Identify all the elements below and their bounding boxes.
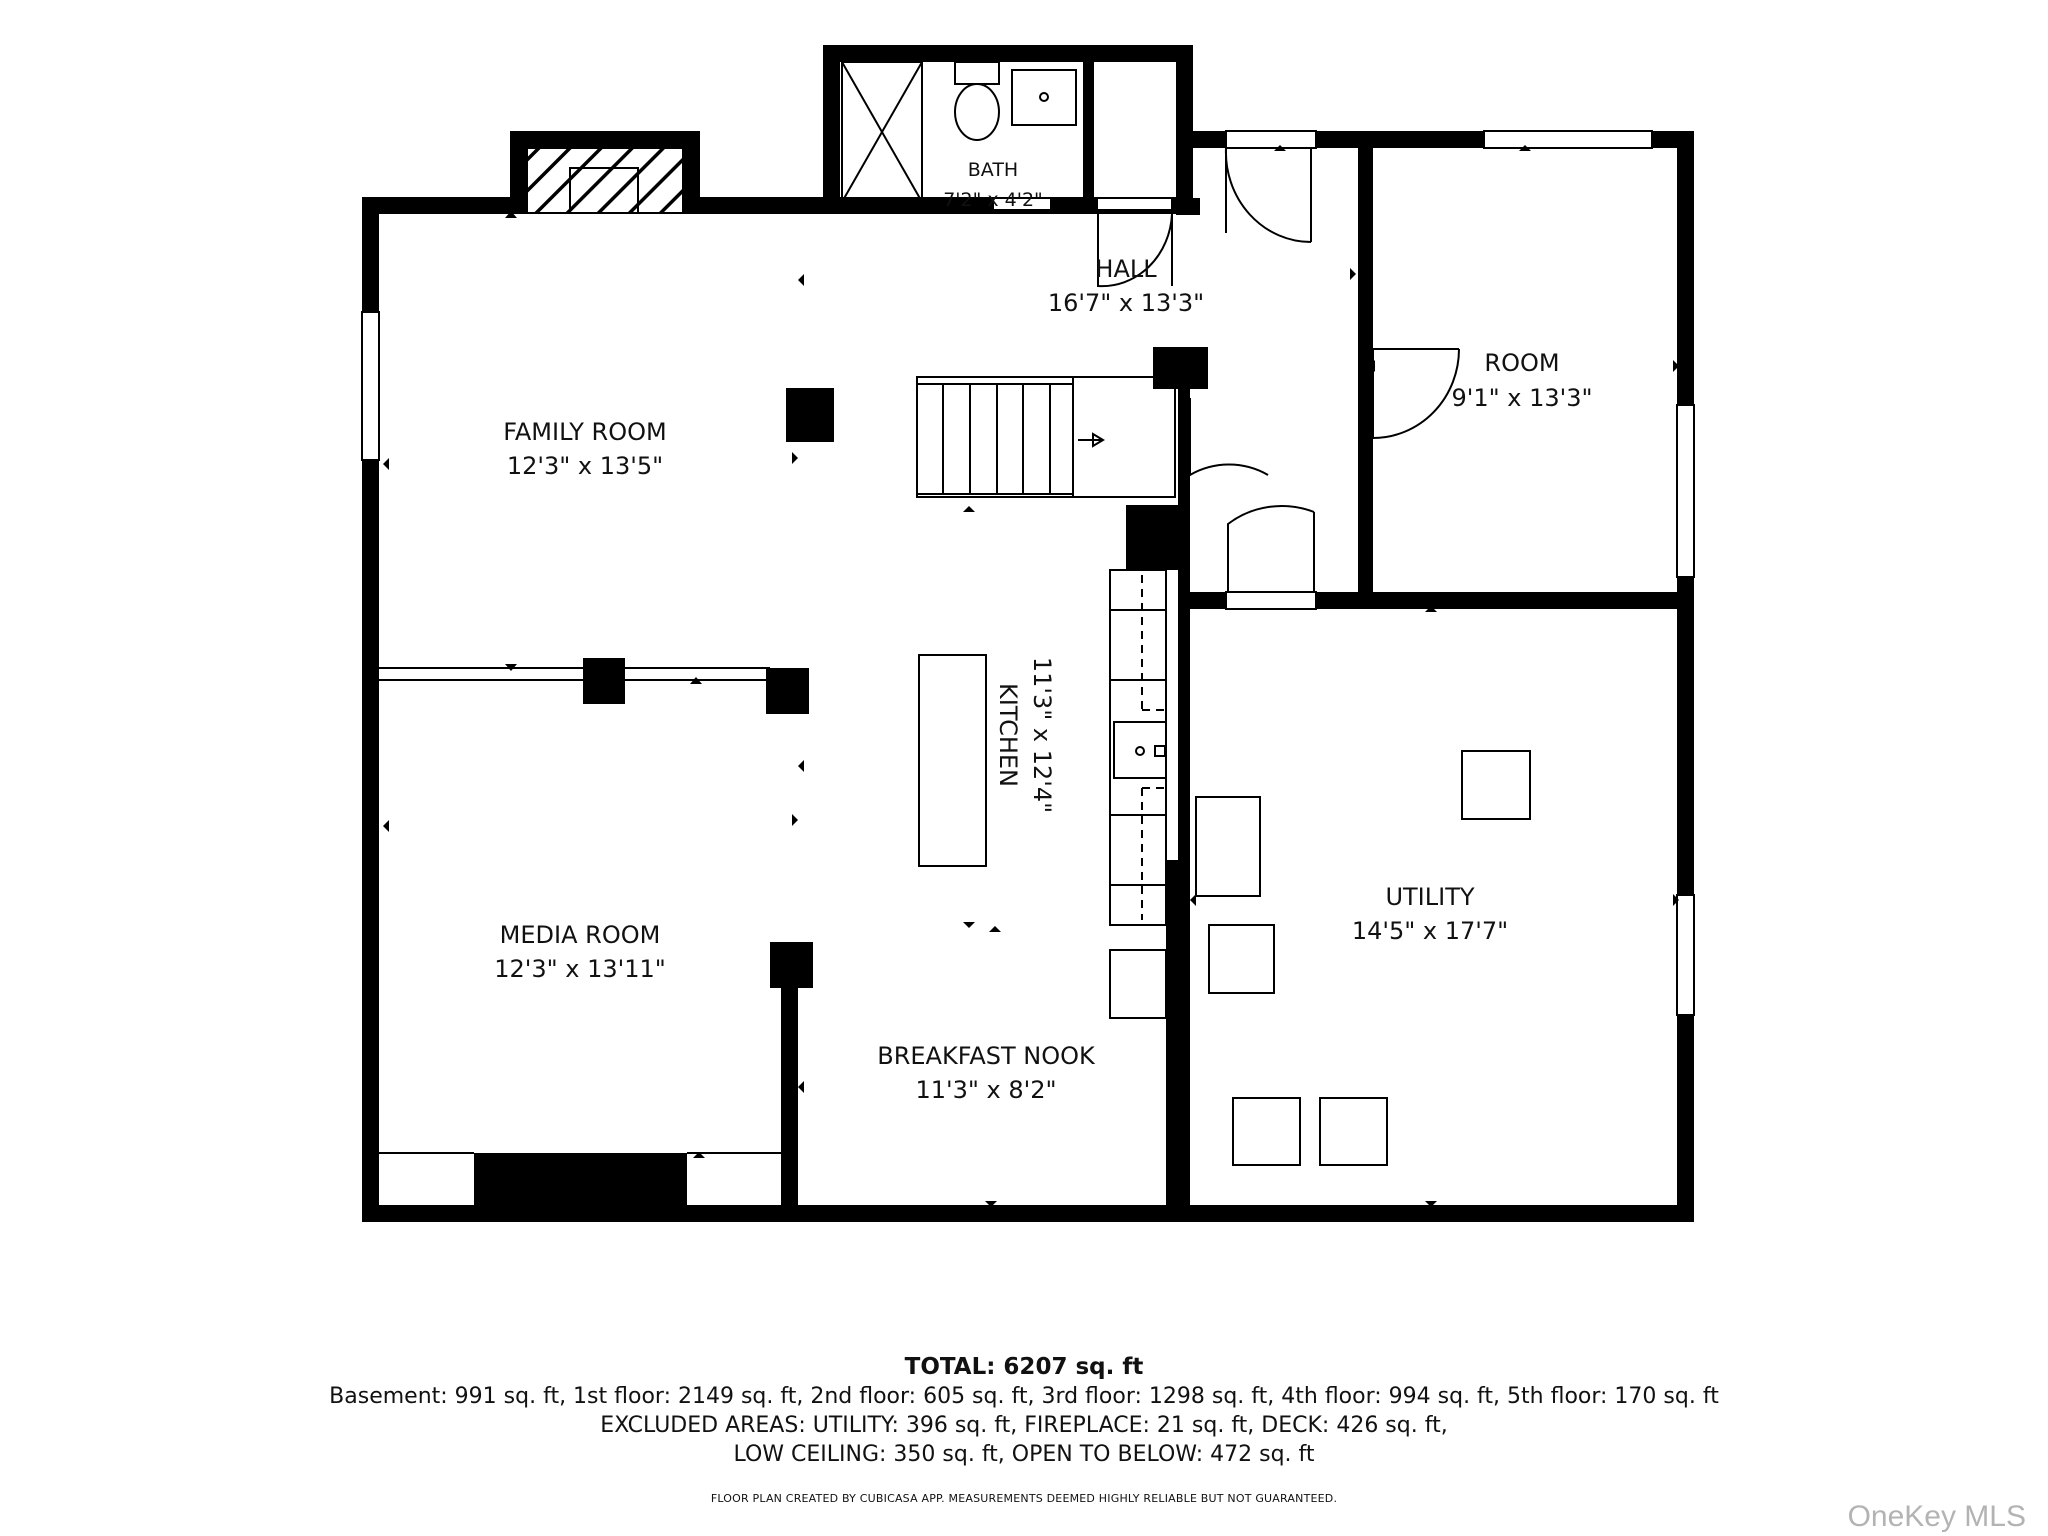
fireplace: [526, 147, 684, 214]
room-label-room: ROOM 9'1" x 13'3": [1451, 349, 1592, 412]
room-name: UTILITY: [1385, 883, 1474, 911]
room-label-media-room: MEDIA ROOM 12'3" x 13'11": [494, 921, 666, 983]
bath-fixtures: [841, 61, 1077, 203]
room-label-family-room: FAMILY ROOM 12'3" x 13'5": [503, 418, 666, 480]
plan-credit: FLOOR PLAN CREATED BY CUBICASA APP. MEAS…: [710, 1492, 1338, 1505]
partitions: [379, 667, 781, 1154]
room-name: MEDIA ROOM: [500, 921, 661, 949]
excluded-areas-continued: LOW CEILING: 350 sq. ft, OPEN TO BELOW: …: [733, 1442, 1315, 1467]
room-dims: 11'3" x 12'4": [1028, 657, 1056, 813]
windows: [361, 130, 1695, 1016]
room-label-bath: BATH 7'2" x 4'2": [943, 159, 1043, 211]
room-name: ROOM: [1484, 349, 1559, 377]
room-name: BREAKFAST NOOK: [877, 1042, 1096, 1070]
room-name: HALL: [1095, 255, 1157, 283]
room-label-hall: HALL 16'7" x 13'3": [1048, 255, 1204, 317]
excluded-areas: EXCLUDED AREAS: UTILITY: 396 sq. ft, FIR…: [600, 1413, 1448, 1438]
doors: [1097, 147, 1460, 592]
room-label-breakfast-nook: BREAKFAST NOOK 11'3" x 8'2": [877, 1042, 1096, 1104]
room-name: BATH: [968, 159, 1018, 181]
room-dims: 9'1" x 13'3": [1451, 384, 1592, 412]
room-dims: 12'3" x 13'11": [494, 955, 666, 983]
watermark: OneKey MLS: [1847, 1500, 2026, 1533]
room-dims: 16'7" x 13'3": [1048, 289, 1204, 317]
floor-areas: Basement: 991 sq. ft, 1st floor: 2149 sq…: [329, 1384, 1719, 1409]
markers: [383, 145, 1679, 1207]
room-dims: 7'2" x 4'2": [943, 189, 1043, 211]
room-name: KITCHEN: [994, 683, 1022, 787]
utility-fixtures: [1195, 750, 1531, 1166]
room-dims: 12'3" x 13'5": [507, 452, 663, 480]
total-area: TOTAL: 6207 sq. ft: [904, 1354, 1144, 1380]
kitchen-fixtures: [918, 569, 1167, 1019]
room-name: FAMILY ROOM: [503, 418, 666, 446]
room-label-kitchen: KITCHEN 11'3" x 12'4": [994, 657, 1056, 813]
room-label-utility: UTILITY 14'5" x 17'7": [1352, 883, 1508, 945]
stairs: [916, 376, 1176, 498]
room-dims: 11'3" x 8'2": [915, 1076, 1056, 1104]
room-dims: 14'5" x 17'7": [1352, 917, 1508, 945]
